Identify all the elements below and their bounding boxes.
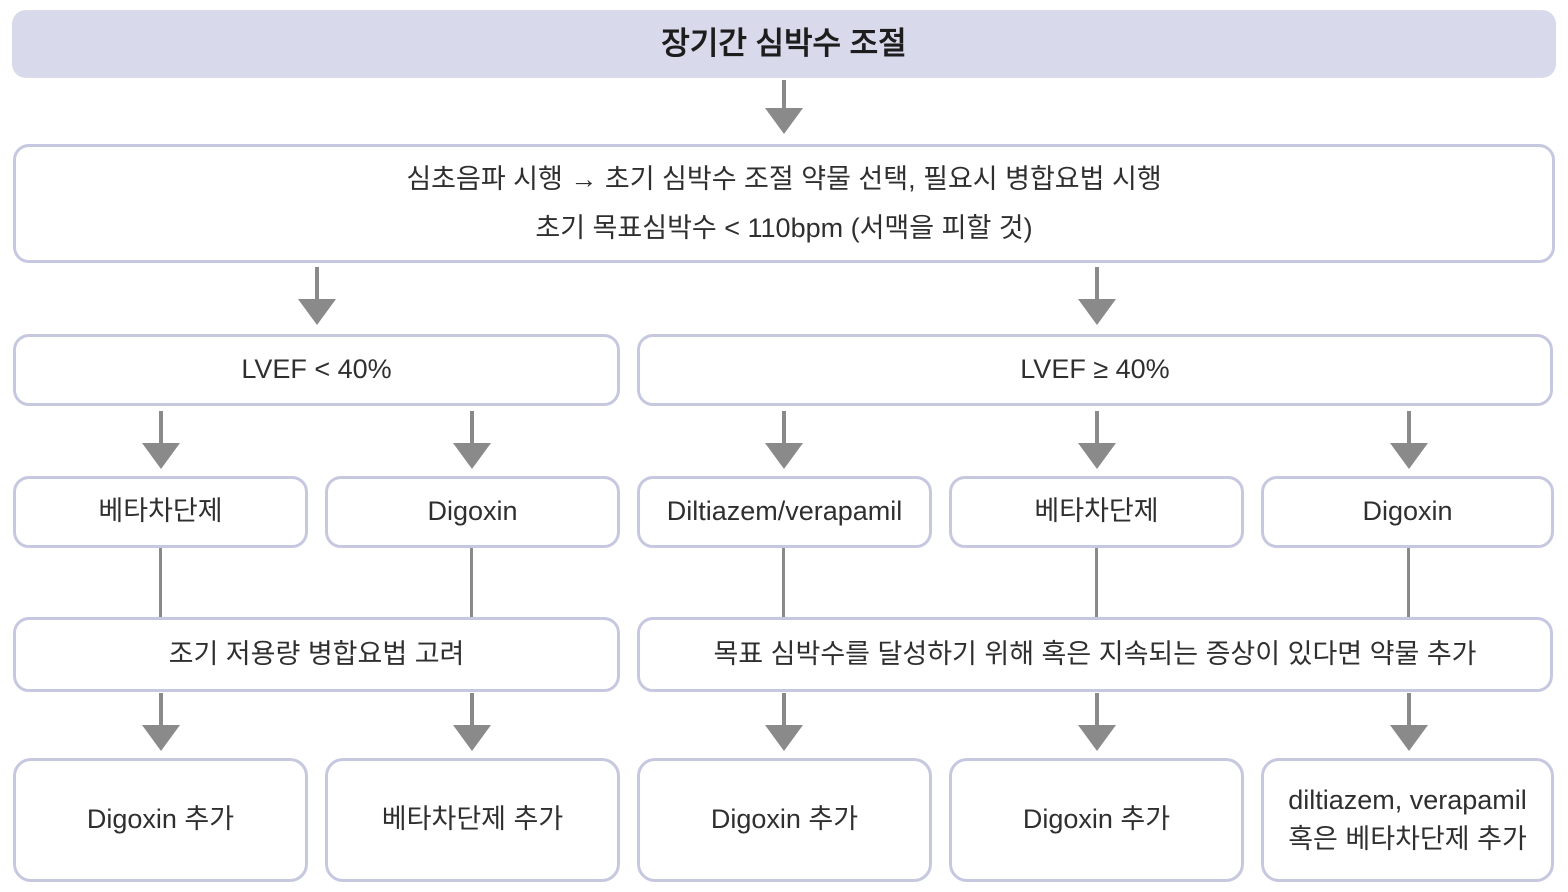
arrow-shaft	[1095, 267, 1099, 299]
assessment-line-1: 심초음파 시행 → 초기 심박수 조절 약물 선택, 필요시 병합요법 시행	[406, 163, 1162, 194]
addition-left-digoxin-node: Digoxin 추가	[13, 758, 308, 882]
arrow-head	[298, 299, 336, 325]
down-arrow-icon	[142, 693, 180, 751]
down-arrow-icon	[765, 411, 803, 469]
arrow-head	[765, 108, 803, 134]
condition-lvef-over-40-node: LVEF ≥ 40%	[637, 334, 1553, 406]
arrow-head	[1390, 725, 1428, 751]
down-arrow-icon	[765, 80, 803, 134]
down-arrow-icon	[1078, 267, 1116, 325]
arrow-shaft	[159, 693, 163, 725]
connector-line	[470, 548, 473, 617]
arrow-head	[1078, 299, 1116, 325]
drug-right-diltiazem-verapamil-node: Diltiazem/verapamil	[637, 476, 932, 548]
assessment-node: 심초음파 시행 → 초기 심박수 조절 약물 선택, 필요시 병합요법 시행 초…	[13, 144, 1555, 263]
arrow-head	[142, 443, 180, 469]
down-arrow-icon	[1078, 411, 1116, 469]
arrow-shaft	[470, 411, 474, 443]
title-node: 장기간 심박수 조절	[12, 10, 1556, 78]
arrow-shaft	[315, 267, 319, 299]
arrow-head	[1078, 443, 1116, 469]
arrow-head	[453, 443, 491, 469]
down-arrow-icon	[765, 693, 803, 751]
down-arrow-icon	[142, 411, 180, 469]
arrow-head	[142, 725, 180, 751]
arrow-head	[765, 443, 803, 469]
down-arrow-icon	[298, 267, 336, 325]
down-arrow-icon	[453, 411, 491, 469]
addition-right-digoxin-2-node: Digoxin 추가	[949, 758, 1244, 882]
arrow-shaft	[1407, 411, 1411, 443]
arrow-shaft	[470, 693, 474, 725]
arrow-shaft	[782, 411, 786, 443]
addition-left-beta-blocker-node: 베타차단제 추가	[325, 758, 620, 882]
arrow-shaft	[782, 693, 786, 725]
condition-lvef-under-40-node: LVEF < 40%	[13, 334, 620, 406]
connector-line	[1095, 548, 1098, 617]
arrow-head	[1078, 725, 1116, 751]
drug-left-digoxin-node: Digoxin	[325, 476, 620, 548]
drug-left-beta-blocker-node: 베타차단제	[13, 476, 308, 548]
arrow-shaft	[159, 411, 163, 443]
arrow-shaft	[1095, 411, 1099, 443]
arrow-head	[453, 725, 491, 751]
connector-line	[782, 548, 785, 617]
addition-right-diltiazem-verapamil-beta-node: diltiazem, verapamil 혹은 베타차단제 추가	[1261, 758, 1554, 882]
arrow-shaft	[782, 80, 786, 108]
arrow-shaft	[1095, 693, 1099, 725]
assessment-line-2: 초기 목표심박수 < 110bpm (서맥을 피할 것)	[535, 212, 1033, 243]
arrow-head	[1390, 443, 1428, 469]
drug-right-beta-blocker-node: 베타차단제	[949, 476, 1244, 548]
arrow-head	[765, 725, 803, 751]
down-arrow-icon	[1078, 693, 1116, 751]
arrow-shaft	[1407, 693, 1411, 725]
down-arrow-icon	[1390, 411, 1428, 469]
note-right-add-drug-node: 목표 심박수를 달성하기 위해 혹은 지속되는 증상이 있다면 약물 추가	[637, 617, 1553, 692]
note-left-combination-node: 조기 저용량 병합요법 고려	[13, 617, 620, 692]
connector-line	[1407, 548, 1410, 617]
drug-right-digoxin-node: Digoxin	[1261, 476, 1554, 548]
down-arrow-icon	[453, 693, 491, 751]
down-arrow-icon	[1390, 693, 1428, 751]
connector-line	[159, 548, 162, 617]
addition-right-digoxin-1-node: Digoxin 추가	[637, 758, 932, 882]
